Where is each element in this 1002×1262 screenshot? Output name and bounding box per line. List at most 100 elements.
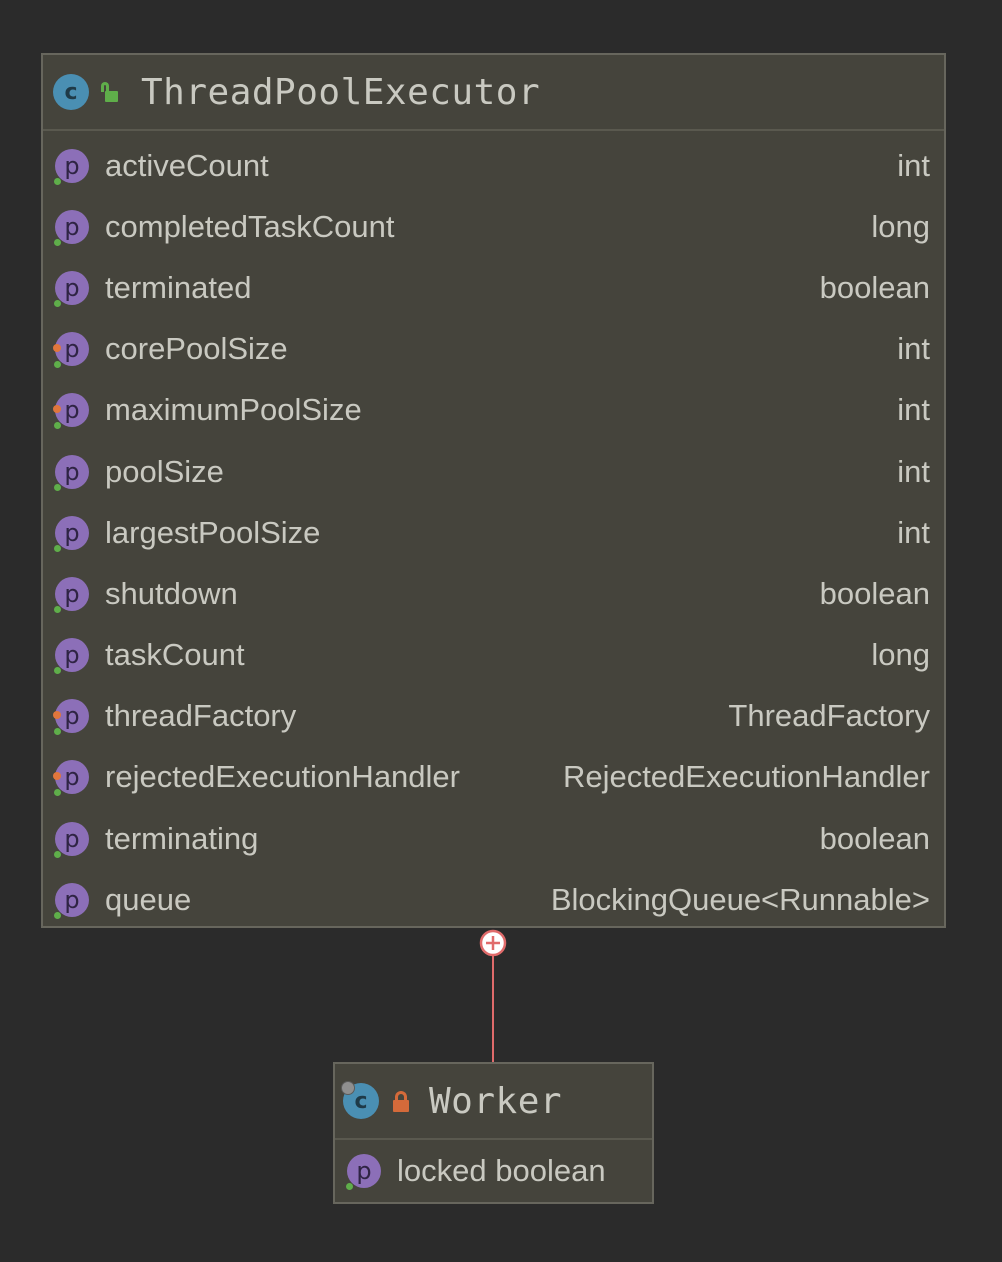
- property-icon-letter: p: [64, 579, 80, 608]
- property-name: completedTaskCount: [105, 208, 395, 244]
- inner-badge-icon: [341, 1081, 355, 1095]
- property-name: rejectedExecutionHandler: [105, 759, 460, 795]
- property-name: threadFactory: [105, 698, 297, 734]
- orange-dot-icon: [53, 344, 61, 353]
- property-type: ThreadFactory: [728, 698, 930, 734]
- property-icon-letter: p: [64, 396, 80, 425]
- property-icon-letter: p: [64, 212, 80, 241]
- property-row[interactable]: p threadFactory ThreadFactory: [43, 686, 944, 747]
- property-type: boolean: [819, 269, 930, 305]
- property-icon-letter: p: [64, 335, 80, 364]
- property-row[interactable]: p shutdown boolean: [43, 563, 944, 624]
- property-name: poolSize: [105, 453, 224, 489]
- property-name: queue: [105, 881, 192, 917]
- property-row[interactable]: p terminated boolean: [43, 257, 944, 318]
- property-name: locked boolean: [397, 1153, 606, 1188]
- property-row[interactable]: p maximumPoolSize int: [43, 380, 944, 441]
- property-name: maximumPoolSize: [105, 392, 362, 428]
- property-icon-letter: p: [64, 763, 80, 792]
- property-row[interactable]: p activeCount int: [43, 135, 944, 196]
- property-icon-letter: p: [64, 641, 80, 670]
- property-icon: p: [53, 699, 89, 736]
- green-dot-icon: [346, 1183, 353, 1190]
- property-row[interactable]: p locked boolean: [335, 1140, 652, 1202]
- property-row[interactable]: p taskCount long: [43, 625, 944, 686]
- property-icon: p: [53, 332, 89, 369]
- green-dot-icon: [54, 789, 61, 797]
- property-list: p locked boolean: [335, 1140, 652, 1202]
- class-box-worker[interactable]: c Worker p locked boolean: [333, 1062, 654, 1204]
- property-icon-letter: p: [64, 518, 80, 547]
- property-row[interactable]: p corePoolSize int: [43, 319, 944, 380]
- property-type: long: [871, 637, 930, 673]
- class-header: c ThreadPoolExecutor: [43, 55, 944, 131]
- property-icon: p: [54, 576, 89, 613]
- property-icon-letter: p: [64, 151, 80, 180]
- property-row[interactable]: p poolSize int: [43, 441, 944, 502]
- property-icon: p: [54, 821, 89, 858]
- green-dot-icon: [54, 667, 61, 675]
- property-icon: p: [54, 454, 89, 491]
- property-icon: p: [54, 209, 89, 246]
- property-name: terminating: [105, 820, 259, 856]
- property-name: shutdown: [105, 575, 238, 611]
- property-row[interactable]: p terminating boolean: [43, 808, 944, 869]
- green-dot-icon: [54, 299, 61, 307]
- property-row[interactable]: p completedTaskCount long: [43, 196, 944, 257]
- property-type: int: [897, 147, 930, 183]
- green-dot-icon: [54, 544, 61, 552]
- property-type: long: [871, 208, 930, 244]
- property-type: boolean: [819, 575, 930, 611]
- public-lock-icon: [99, 80, 119, 104]
- property-icon-letter: p: [64, 457, 80, 486]
- orange-dot-icon: [53, 405, 61, 414]
- green-dot-icon: [54, 361, 61, 369]
- property-row[interactable]: p largestPoolSize int: [43, 502, 944, 563]
- orange-dot-icon: [53, 711, 61, 720]
- class-icon-letter: c: [354, 1088, 368, 1114]
- property-type: int: [897, 514, 930, 550]
- class-title: Worker: [429, 1080, 563, 1122]
- property-name: corePoolSize: [105, 331, 288, 367]
- green-dot-icon: [54, 422, 61, 430]
- property-type: boolean: [819, 820, 930, 856]
- green-dot-icon: [54, 850, 61, 858]
- green-dot-icon: [54, 238, 61, 246]
- private-lock-icon: [391, 1089, 411, 1113]
- property-type: int: [897, 453, 930, 489]
- property-name: terminated: [105, 269, 252, 305]
- green-dot-icon: [54, 483, 61, 491]
- property-icon: p: [54, 270, 89, 307]
- property-icon: p: [54, 148, 89, 185]
- property-icon: p: [54, 638, 89, 675]
- property-icon-letter: p: [64, 824, 80, 853]
- class-header: c Worker: [335, 1064, 652, 1140]
- green-dot-icon: [54, 605, 61, 613]
- class-title: ThreadPoolExecutor: [141, 71, 541, 113]
- property-icon-letter: p: [64, 702, 80, 731]
- property-icon: p: [53, 393, 89, 430]
- green-dot-icon: [54, 911, 61, 919]
- property-name: largestPoolSize: [105, 514, 321, 550]
- property-icon: p: [54, 882, 89, 919]
- property-icon: p: [53, 760, 89, 797]
- property-icon-letter: p: [356, 1157, 372, 1185]
- property-icon-letter: p: [64, 885, 80, 914]
- property-name: taskCount: [105, 637, 245, 673]
- green-dot-icon: [54, 728, 61, 736]
- property-type: int: [897, 331, 930, 367]
- property-type: BlockingQueue<Runnable>: [550, 881, 930, 917]
- inner-class-icon: c: [341, 1081, 379, 1119]
- property-icon: p: [54, 515, 89, 552]
- property-icon-letter: p: [64, 273, 80, 302]
- property-name: activeCount: [105, 147, 269, 183]
- orange-dot-icon: [53, 772, 61, 781]
- class-icon-letter: c: [64, 79, 78, 105]
- property-type: int: [897, 392, 930, 428]
- green-dot-icon: [54, 177, 61, 185]
